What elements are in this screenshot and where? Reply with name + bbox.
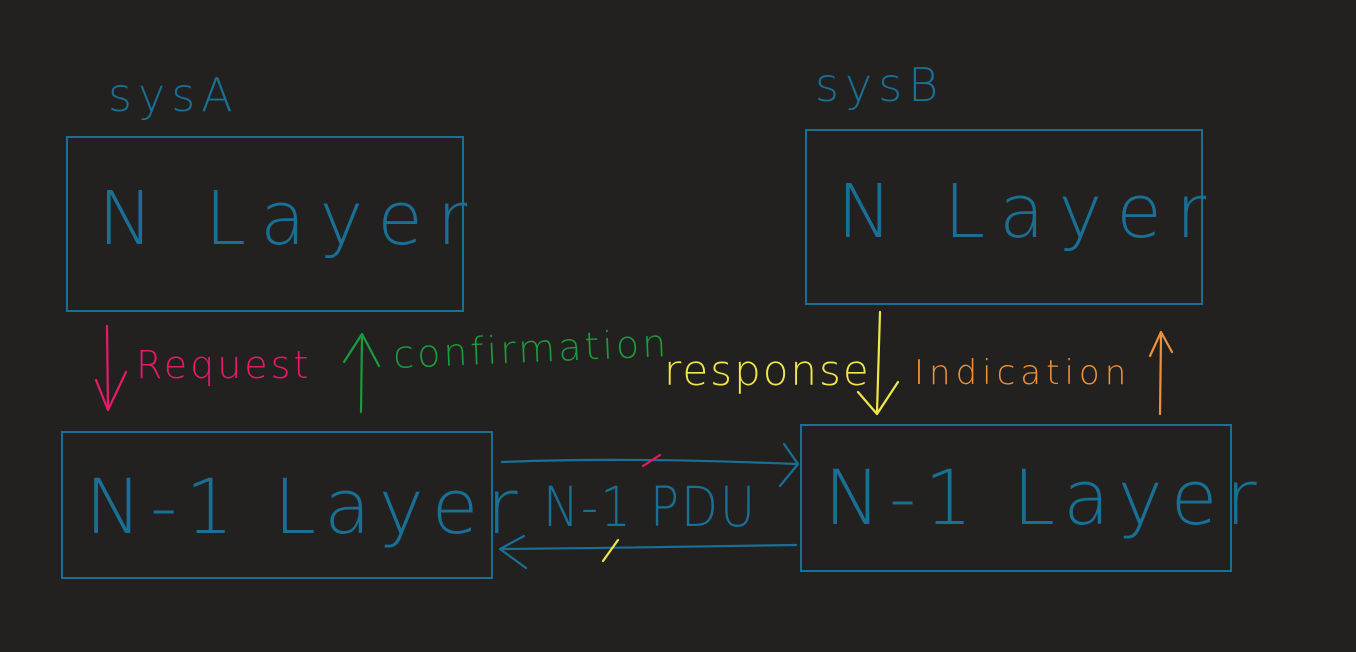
- sys-b-n-layer-box: N Layer: [805, 129, 1206, 305]
- confirmation-arrow: [342, 332, 381, 414]
- pdu-label: N-1 PDU: [543, 475, 758, 540]
- sys-a-n-layer-label: N Layer: [98, 176, 482, 262]
- request-label: Request: [136, 343, 312, 387]
- yellow-tick-mark: [601, 538, 620, 563]
- indication-label: Indication: [914, 353, 1132, 393]
- sys-a-n-layer-box: N Layer: [66, 136, 467, 312]
- sys-a-n-minus-1-layer-label: N-1 Layer: [85, 462, 526, 551]
- pink-tick-mark: [641, 453, 662, 468]
- sys-a-label: sysA: [108, 68, 239, 122]
- indication-arrow: [1148, 330, 1174, 416]
- sys-b-label: sysB: [815, 58, 945, 112]
- sys-b-n-layer-label: N Layer: [837, 169, 1221, 255]
- response-label: response: [664, 346, 871, 395]
- confirmation-label: confirmation: [392, 320, 671, 377]
- sys-b-n-minus-1-layer-box: N-1 Layer: [800, 424, 1257, 572]
- pdu-left-arrow: [498, 534, 798, 570]
- request-arrow: [94, 324, 128, 412]
- sys-b-n-minus-1-layer-label: N-1 Layer: [824, 453, 1265, 542]
- sys-a-n-minus-1-layer-box: N-1 Layer: [61, 431, 518, 579]
